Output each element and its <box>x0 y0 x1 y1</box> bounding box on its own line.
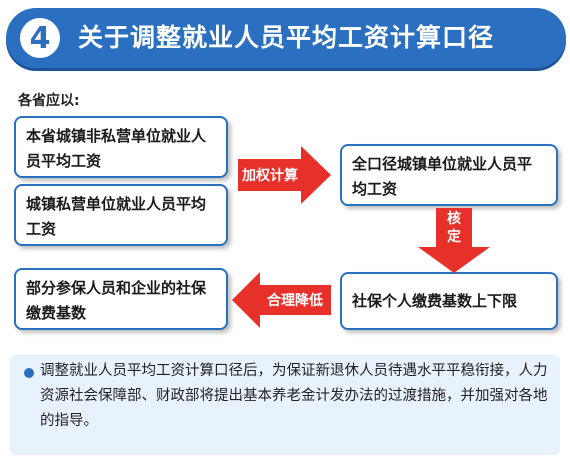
arrow-reduce: 合理降低 <box>259 285 331 315</box>
arrow-weighted-head <box>301 146 331 204</box>
arrow-verify: 核定 <box>436 208 472 248</box>
box-full-caliber-wage-text: 全口径城镇单位就业人员平均工资 <box>352 155 533 198</box>
box-contribution-limits: 社保个人缴费基数上下限 <box>340 272 558 330</box>
box-contribution-base-text: 部分参保人员和企业的社保缴费基数 <box>26 279 207 322</box>
title-banner <box>6 8 566 68</box>
arrow-verify-label: 核定 <box>447 211 461 245</box>
box-private-wage: 城镇私营单位就业人员平均工资 <box>14 184 228 246</box>
arrow-verify-head <box>418 247 490 273</box>
box-non-private-wage: 本省城镇非私营单位就业人员平均工资 <box>14 116 228 178</box>
bullet-dot-icon <box>24 368 34 378</box>
intro-label: 各省应以: <box>18 93 80 109</box>
arrow-weighted-label: 加权计算 <box>242 168 298 184</box>
note-panel: 调整就业人员平均工资计算口径后，为保证新退休人员待遇水平平稳衔接，人力资源社会保… <box>10 355 560 455</box>
banner-title: 关于调整就业人员平均工资计算口径 <box>78 23 495 52</box>
note-text: 调整就业人员平均工资计算口径后，为保证新退休人员待遇水平平稳衔接，人力资源社会保… <box>40 363 548 429</box>
box-contribution-base: 部分参保人员和企业的社保缴费基数 <box>14 268 228 330</box>
arrow-reduce-label: 合理降低 <box>267 293 323 309</box>
step-number-badge: 4 <box>16 14 64 62</box>
arrow-reduce-head <box>232 272 260 328</box>
box-full-caliber-wage: 全口径城镇单位就业人员平均工资 <box>340 144 558 206</box>
box-contribution-limits-text: 社保个人缴费基数上下限 <box>352 291 518 310</box>
arrow-weighted: 加权计算 <box>238 159 302 191</box>
box-private-wage-text: 城镇私营单位就业人员平均工资 <box>26 195 207 238</box>
box-non-private-wage-text: 本省城镇非私营单位就业人员平均工资 <box>26 127 207 170</box>
